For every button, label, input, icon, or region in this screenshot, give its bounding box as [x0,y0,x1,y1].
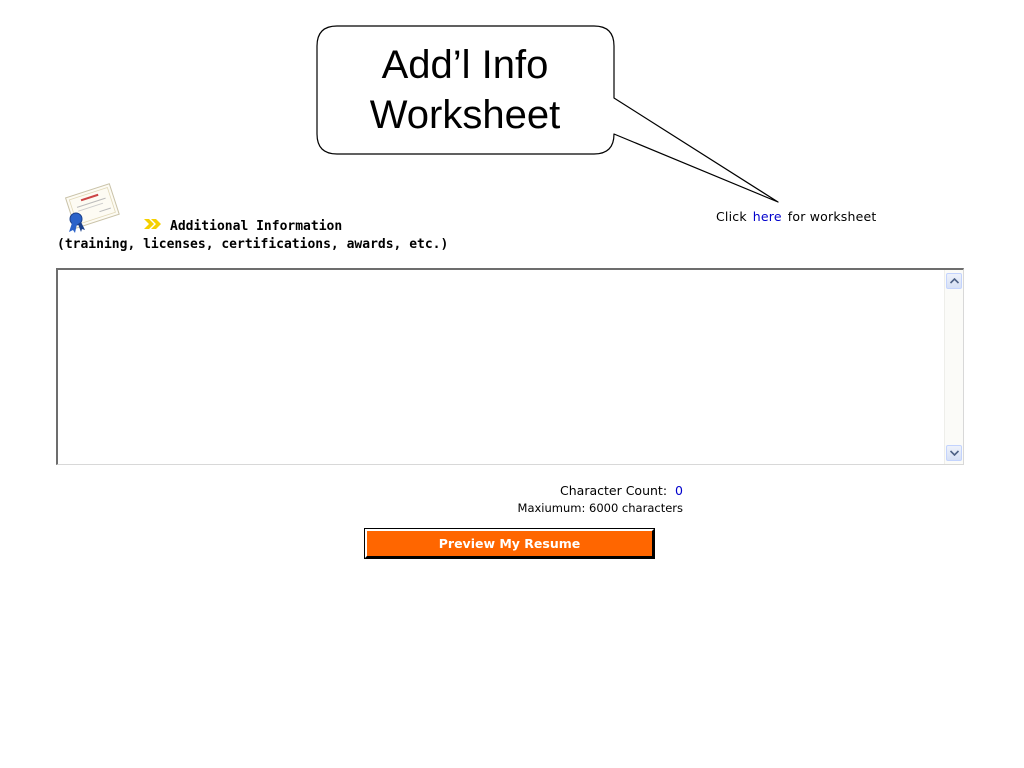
scroll-down-button[interactable] [946,445,962,461]
worksheet-prefix: Click [716,209,747,224]
character-count-label: Character Count: [560,483,668,498]
worksheet-line: Click here for worksheet [716,209,877,224]
character-count-value: 0 [675,483,683,498]
textarea-scrollbar[interactable] [944,270,963,464]
additional-info-textarea-frame [56,268,964,465]
scroll-up-arrow-icon [950,278,959,284]
scroll-up-button[interactable] [946,273,962,289]
callout-line-2: Worksheet [369,93,561,137]
worksheet-suffix: for worksheet [787,209,877,224]
callout-line-1: Add’l Info [381,43,549,87]
maximum-characters-note: Maxiumum: 6000 characters [517,501,683,515]
character-count: Character Count: 0 [440,483,683,498]
section-title: Additional Information [170,219,343,234]
worksheet-link[interactable]: here [752,209,782,224]
section-subtitle: (training, licenses, certifications, awa… [57,237,449,252]
callout-text: Add’l Info Worksheet [318,40,612,140]
additional-info-textarea[interactable] [58,270,943,464]
certificate-icon [64,183,120,233]
double-chevron-right-icon [144,219,161,229]
scroll-down-arrow-icon [950,450,959,456]
preview-resume-button[interactable]: Preview My Resume [364,528,655,559]
